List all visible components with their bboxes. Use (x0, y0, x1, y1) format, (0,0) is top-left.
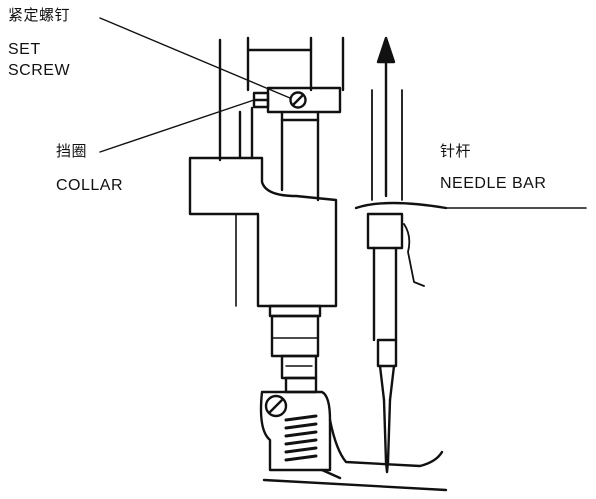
presser-bar-shaft (238, 106, 320, 202)
set-screw-shape (289, 91, 307, 109)
needle-bar-label-cn: 针杆 (440, 142, 472, 160)
upper-rod (218, 36, 345, 162)
lower-shaft (268, 304, 322, 394)
presser-foot (259, 390, 448, 492)
set-screw-label-en-2: SCREW (8, 62, 71, 79)
collar-label-en: COLLAR (56, 177, 124, 194)
collar-label-cn: 挡圈 (56, 142, 88, 160)
needle-bar-label-en: NEEDLE BAR (440, 175, 547, 192)
set-screw-label-en-1: SET (8, 41, 41, 58)
set-screw-label-cn: 紧定螺钉 (8, 6, 71, 24)
needle-bar-shape (354, 36, 587, 474)
guide-bracket (188, 156, 338, 308)
leader-lines (99, 17, 291, 153)
